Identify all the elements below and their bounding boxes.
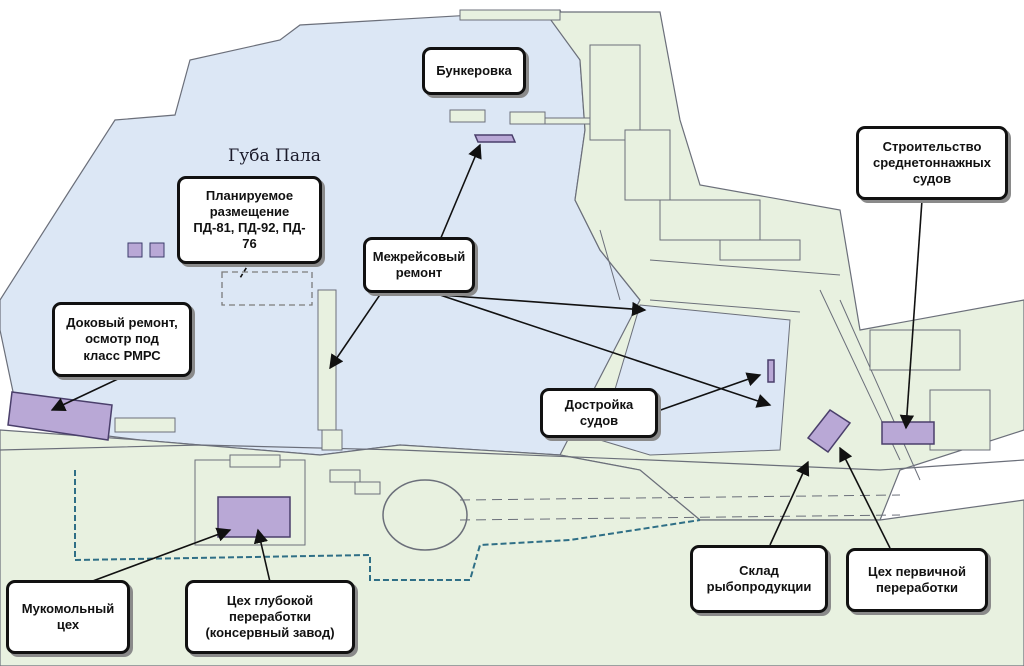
callout-completion: Достройка судов (540, 388, 658, 438)
callout-dock-repair-text: Доковый ремонт, осмотр под класс РМРС (66, 315, 178, 363)
road-dashed (459, 494, 901, 521)
callout-primary-processing: Цех первичной переработки (846, 548, 988, 612)
callout-planned-placement-text: Планируемое размещение ПД-81, ПД-92, ПД-… (193, 187, 306, 252)
bay-name-label: Губа Пала (228, 146, 321, 166)
shipbuilding-facility (881, 421, 935, 445)
callout-dock-repair: Доковый ремонт, осмотр под класс РМРС (52, 302, 192, 377)
callout-shipbuilding-text: Строительство среднетоннажных судов (872, 138, 992, 187)
callout-deep-processing: Цех глубокой переработки (консервный зав… (185, 580, 355, 654)
bunkering-vessel (473, 134, 517, 143)
callout-bunkering: Бункеровка (422, 47, 526, 95)
vessel-completion (767, 359, 775, 383)
fish-warehouse-facility (806, 408, 852, 454)
callout-voyage-repair-text: Межрейсовый ремонт (372, 248, 466, 280)
east-buildings (589, 44, 991, 451)
callout-flour-mill: Мукомольный цех (6, 580, 130, 654)
callout-bunkering-text: Бункеровка (436, 62, 512, 78)
callout-primary-processing-text: Цех первичной переработки (868, 563, 966, 595)
jetty-west (114, 417, 176, 433)
callout-completion-text: Достройка судов (564, 396, 634, 428)
callout-deep-processing-text: Цех глубокой переработки (консервный зав… (205, 592, 335, 641)
jetty-north (449, 9, 591, 125)
dock-repair-facility (7, 391, 113, 441)
callout-arrows (50, 143, 923, 586)
callout-flour-mill-text: Мукомольный цех (21, 600, 115, 632)
callout-planned-placement: Планируемое размещение ПД-81, ПД-92, ПД-… (177, 176, 322, 264)
round-yard (382, 479, 468, 551)
facility-highlights (7, 134, 935, 538)
callout-fish-warehouse-text: Склад рыбопродукции (706, 562, 812, 594)
territory-boundary (74, 470, 701, 581)
callout-shipbuilding: Строительство среднетоннажных судов (856, 126, 1008, 200)
road-main (0, 444, 1024, 471)
callout-fish-warehouse: Склад рыбопродукции (690, 545, 828, 613)
planned-dock-area (221, 271, 313, 306)
callout-voyage-repair: Межрейсовый ремонт (363, 237, 475, 293)
small-pontoons (127, 242, 165, 258)
pier-east (649, 259, 841, 313)
